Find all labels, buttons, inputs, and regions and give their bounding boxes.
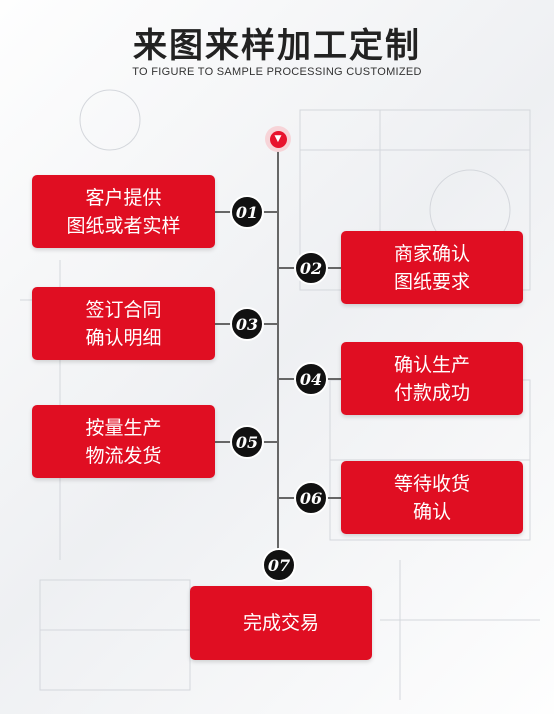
step-number-07: 07 [262,548,296,582]
step-box-03: 签订合同 确认明细 [32,287,215,360]
chevron-down-icon: ▼ [269,130,287,148]
timeline-line [277,140,279,568]
step-number-04: 04 [294,362,328,396]
step-number-05: 05 [230,425,264,459]
step-box-07: 完成交易 [190,586,372,660]
step-box-04: 确认生产 付款成功 [341,342,523,415]
step-box-02: 商家确认 图纸要求 [341,231,523,304]
step-box-01: 客户提供 图纸或者实样 [32,175,215,248]
page-subtitle: TO FIGURE TO SAMPLE PROCESSING CUSTOMIZE… [132,66,422,78]
step-number-02: 02 [294,251,328,285]
step-number-03: 03 [230,307,264,341]
page-title: 来图来样加工定制 [133,26,421,66]
step-number-06: 06 [294,481,328,515]
step-box-06: 等待收货 确认 [341,461,523,534]
step-box-05: 按量生产 物流发货 [32,405,215,478]
timeline-start-icon: ▼ [265,126,291,152]
step-number-01: 01 [230,195,264,229]
